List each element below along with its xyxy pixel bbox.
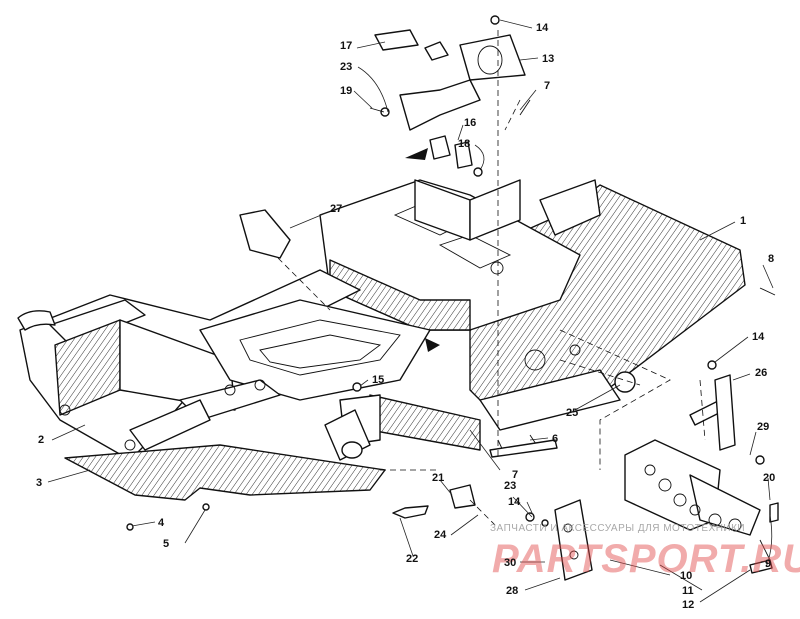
- watermark: ЗАПЧАСТИ И АКСЕССУАРЫ ДЛЯ МОТОТЕХНИКИ PA…: [490, 523, 800, 581]
- callout-19: 19: [340, 85, 352, 97]
- callout-23-lower: 23: [504, 480, 516, 492]
- callout-14-lower: 14: [508, 496, 521, 508]
- callout-6: 6: [552, 433, 558, 445]
- hardware-parts: [126, 287, 776, 531]
- callout-5: 5: [163, 538, 169, 550]
- leader-lines: [47, 19, 774, 603]
- callout-18: 18: [458, 138, 470, 150]
- bracket-27: [239, 209, 291, 259]
- callout-20: 20: [763, 472, 775, 484]
- callout-14-right: 14: [752, 331, 765, 343]
- callout-21: 21: [432, 472, 444, 484]
- callout-28: 28: [506, 585, 518, 597]
- callout-15: 15: [372, 374, 384, 386]
- callout-25: 25: [566, 407, 578, 419]
- callout-10: 10: [680, 570, 692, 582]
- callout-7-lower: 7: [512, 469, 518, 481]
- callout-26: 26: [755, 367, 767, 379]
- skid-plate: [64, 444, 386, 501]
- callout-16: 16: [464, 117, 476, 129]
- callout-30: 30: [504, 557, 516, 569]
- callout-1: 1: [740, 215, 746, 227]
- callout-17: 17: [340, 40, 352, 52]
- foot-bracket-assembly: [554, 360, 779, 581]
- callout-23-upper: 23: [340, 61, 352, 73]
- alignment-lines: [277, 30, 706, 526]
- reference-arrow: [425, 338, 440, 352]
- callout-4: 4: [158, 517, 165, 529]
- callout-12: 12: [682, 599, 694, 611]
- callout-3: 3: [36, 477, 42, 489]
- callout-11: 11: [682, 585, 694, 597]
- callout-27: 27: [330, 203, 342, 215]
- callout-22: 22: [406, 553, 418, 565]
- watermark-tagline: ЗАПЧАСТИ И АКСЕССУАРЫ ДЛЯ МОТОТЕХНИКИ: [490, 523, 745, 534]
- callout-7-upper: 7: [544, 80, 550, 92]
- callout-14-top: 14: [536, 22, 549, 34]
- frame-assembly: [17, 179, 746, 461]
- steering-bracket-assembly: [369, 15, 531, 177]
- callout-labels: 1 2 3 4 5 6 7 7 8 9 10 11 12 13 14 14 14…: [36, 22, 775, 611]
- callout-8: 8: [768, 253, 774, 265]
- callout-9: 9: [765, 558, 771, 570]
- callout-24: 24: [434, 529, 447, 541]
- callout-29: 29: [757, 421, 769, 433]
- callout-2: 2: [38, 434, 44, 446]
- watermark-logo: PARTSPORT.RU: [492, 537, 800, 581]
- callout-13: 13: [542, 53, 554, 65]
